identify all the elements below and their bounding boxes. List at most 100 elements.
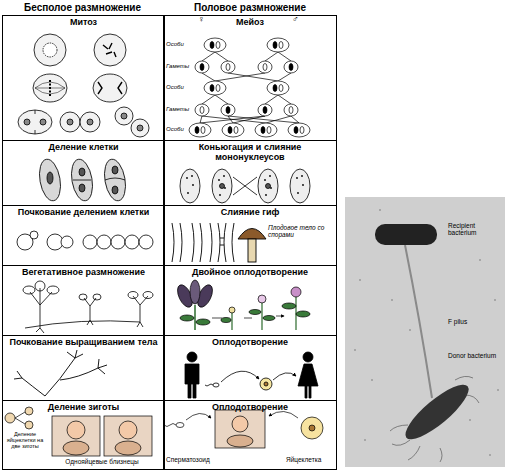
mitosis-figure — [98, 82, 122, 94]
fertilisation-scheme — [186, 413, 211, 420]
micrograph — [391, 299, 393, 301]
meiosis-scheme — [200, 107, 204, 114]
mitosis-figure — [60, 112, 80, 132]
meiosis-scheme — [273, 85, 277, 92]
column-header: Половое размножение — [163, 2, 337, 13]
table-cell: Двойное оплодотворение — [163, 265, 337, 336]
conjugation-figure — [180, 169, 310, 203]
meiosis-scheme — [255, 123, 277, 137]
meiosis-scheme — [284, 104, 298, 116]
meiosis-scheme — [216, 85, 220, 92]
micrograph — [354, 349, 356, 351]
mitosis-figure — [24, 119, 30, 125]
meiosis-scheme — [228, 127, 232, 134]
flower-figure — [212, 316, 284, 318]
flower-figure — [291, 287, 301, 297]
conjugation-figure — [264, 179, 266, 181]
hyphae-figure — [248, 239, 256, 262]
mitosis-figure — [18, 34, 149, 137]
flower-figure — [232, 296, 296, 330]
zygote-division — [25, 407, 33, 415]
hydra-figure — [45, 358, 75, 396]
annotation: ♂ — [292, 15, 304, 25]
yeast-budding — [125, 235, 139, 249]
mitosis-figure — [18, 110, 52, 134]
yeast-budding — [97, 235, 111, 249]
conjugation-figure — [187, 192, 189, 194]
zygote-division — [115, 441, 141, 455]
annotation: ♀ — [198, 15, 210, 25]
cell-title: Мейоз — [164, 16, 336, 27]
fertilisation-figure — [205, 384, 213, 386]
fertilisation-figure — [185, 364, 199, 398]
cell-title: Деление зиготы — [3, 401, 164, 412]
conjugation-figure — [191, 175, 193, 177]
meiosis-scheme — [267, 127, 271, 134]
meiosis-scheme — [202, 73, 291, 81]
cell-title: Оплодотворение — [164, 336, 336, 347]
fertilisation-scheme — [269, 411, 298, 418]
paramecium-figure — [112, 166, 118, 174]
micrograph — [359, 279, 361, 281]
cell-title: Двойное оплодотворение — [164, 266, 336, 277]
fertilisation-figure — [260, 378, 272, 390]
cell-title: Оплодотворение — [164, 401, 336, 412]
meiosis-scheme — [288, 123, 310, 137]
meiosis-scheme — [263, 64, 267, 71]
meiosis-scheme — [195, 61, 209, 73]
fertilisation-figure — [221, 371, 259, 382]
flower-figure — [249, 310, 261, 315]
hyphae-figure — [192, 223, 202, 262]
meiosis-scheme — [195, 127, 199, 134]
fertilisation-scheme — [164, 410, 323, 448]
paramecium-figure — [79, 184, 85, 192]
annotation: Сперматозоид — [166, 456, 226, 463]
conjugation-figure — [265, 194, 267, 196]
meiosis-scheme — [289, 107, 293, 114]
meiosis-scheme — [289, 64, 293, 71]
yeast-budding — [17, 231, 153, 250]
conjugation-figure — [302, 184, 304, 186]
micrograph — [399, 377, 476, 447]
zygote-division — [5, 413, 15, 423]
meiosis-scheme — [189, 38, 310, 137]
strawberry-plant — [84, 298, 96, 320]
flower-figure — [258, 295, 266, 303]
meiosis-scheme — [189, 38, 310, 137]
meiosis-scheme — [204, 81, 226, 95]
meiosis-scheme — [300, 127, 304, 134]
yeast-budding — [139, 235, 153, 249]
fertilisation-figure — [185, 352, 318, 398]
table-cell: Почкование выращиванием тела — [2, 335, 165, 401]
micrograph — [345, 197, 505, 467]
flower-figure — [174, 280, 310, 330]
flower-figure — [221, 318, 231, 323]
fertilisation-scheme — [215, 410, 265, 448]
fertilisation-figure — [213, 383, 219, 387]
conjugation-figure — [186, 175, 304, 196]
conjugation-figure — [219, 194, 221, 196]
meiosis-scheme — [273, 42, 277, 49]
flower-figure — [229, 307, 235, 313]
mitosis-figure — [34, 34, 66, 66]
hyphae-figure — [172, 223, 266, 262]
cell-title: Почкование делением клетки — [3, 206, 164, 217]
yeast-budding — [61, 236, 73, 248]
fertilisation-figure — [187, 352, 197, 362]
paramecium-figure — [37, 158, 64, 203]
annotation: Однояйцевые близнецы — [52, 458, 152, 465]
annotation: F pilus — [448, 318, 504, 325]
hydra-figure — [14, 371, 22, 379]
meiosis-scheme — [201, 127, 205, 134]
meiosis-scheme — [258, 61, 272, 73]
strawberry-plant — [35, 281, 45, 291]
strawberry-plant — [128, 292, 138, 299]
meiosis-scheme — [263, 107, 267, 114]
meiosis-scheme — [195, 42, 298, 134]
fertilisation-scheme — [309, 425, 315, 431]
strawberry-plant — [79, 294, 87, 300]
table-cell: Коньюгация и слияние мононуклеусов — [163, 140, 337, 206]
paramecium-figure — [37, 158, 129, 203]
zygote-division — [25, 421, 33, 429]
